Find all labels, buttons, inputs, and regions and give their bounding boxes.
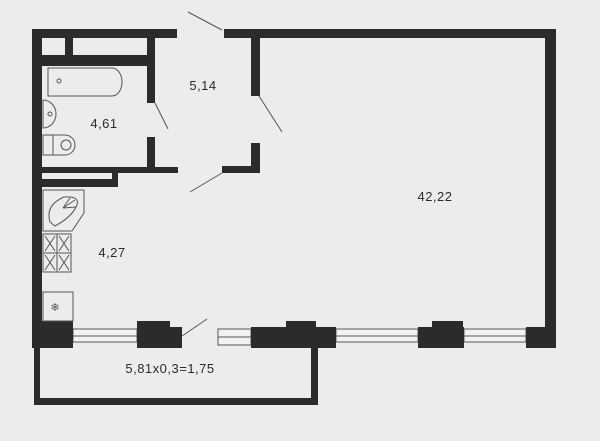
kitchen-sink-icon	[42, 189, 85, 232]
stove-icon	[42, 233, 72, 273]
balcony-door	[181, 318, 208, 337]
kitchen-area-label: 4,27	[98, 245, 125, 260]
fridge-icon: ❄	[42, 291, 74, 322]
bathtub-icon	[47, 67, 123, 97]
entrance-door	[187, 11, 223, 31]
bathroom-area-label: 4,61	[90, 116, 117, 131]
walls	[32, 29, 556, 348]
toilet-icon	[42, 134, 76, 156]
exterior-wall-windows	[32, 321, 556, 348]
kitchen-door	[189, 172, 223, 193]
door-swings	[154, 11, 283, 337]
living-room-door	[258, 95, 283, 133]
sink-icon	[42, 99, 57, 129]
living-room-area-label: 42,22	[417, 189, 452, 204]
bathroom-door	[154, 102, 169, 130]
svg-text:❄: ❄	[50, 301, 59, 314]
balcony-area-label: 5,81x0,3=1,75	[125, 361, 214, 376]
hallway-area-label: 5,14	[189, 78, 216, 93]
balcony-outline	[34, 346, 318, 405]
